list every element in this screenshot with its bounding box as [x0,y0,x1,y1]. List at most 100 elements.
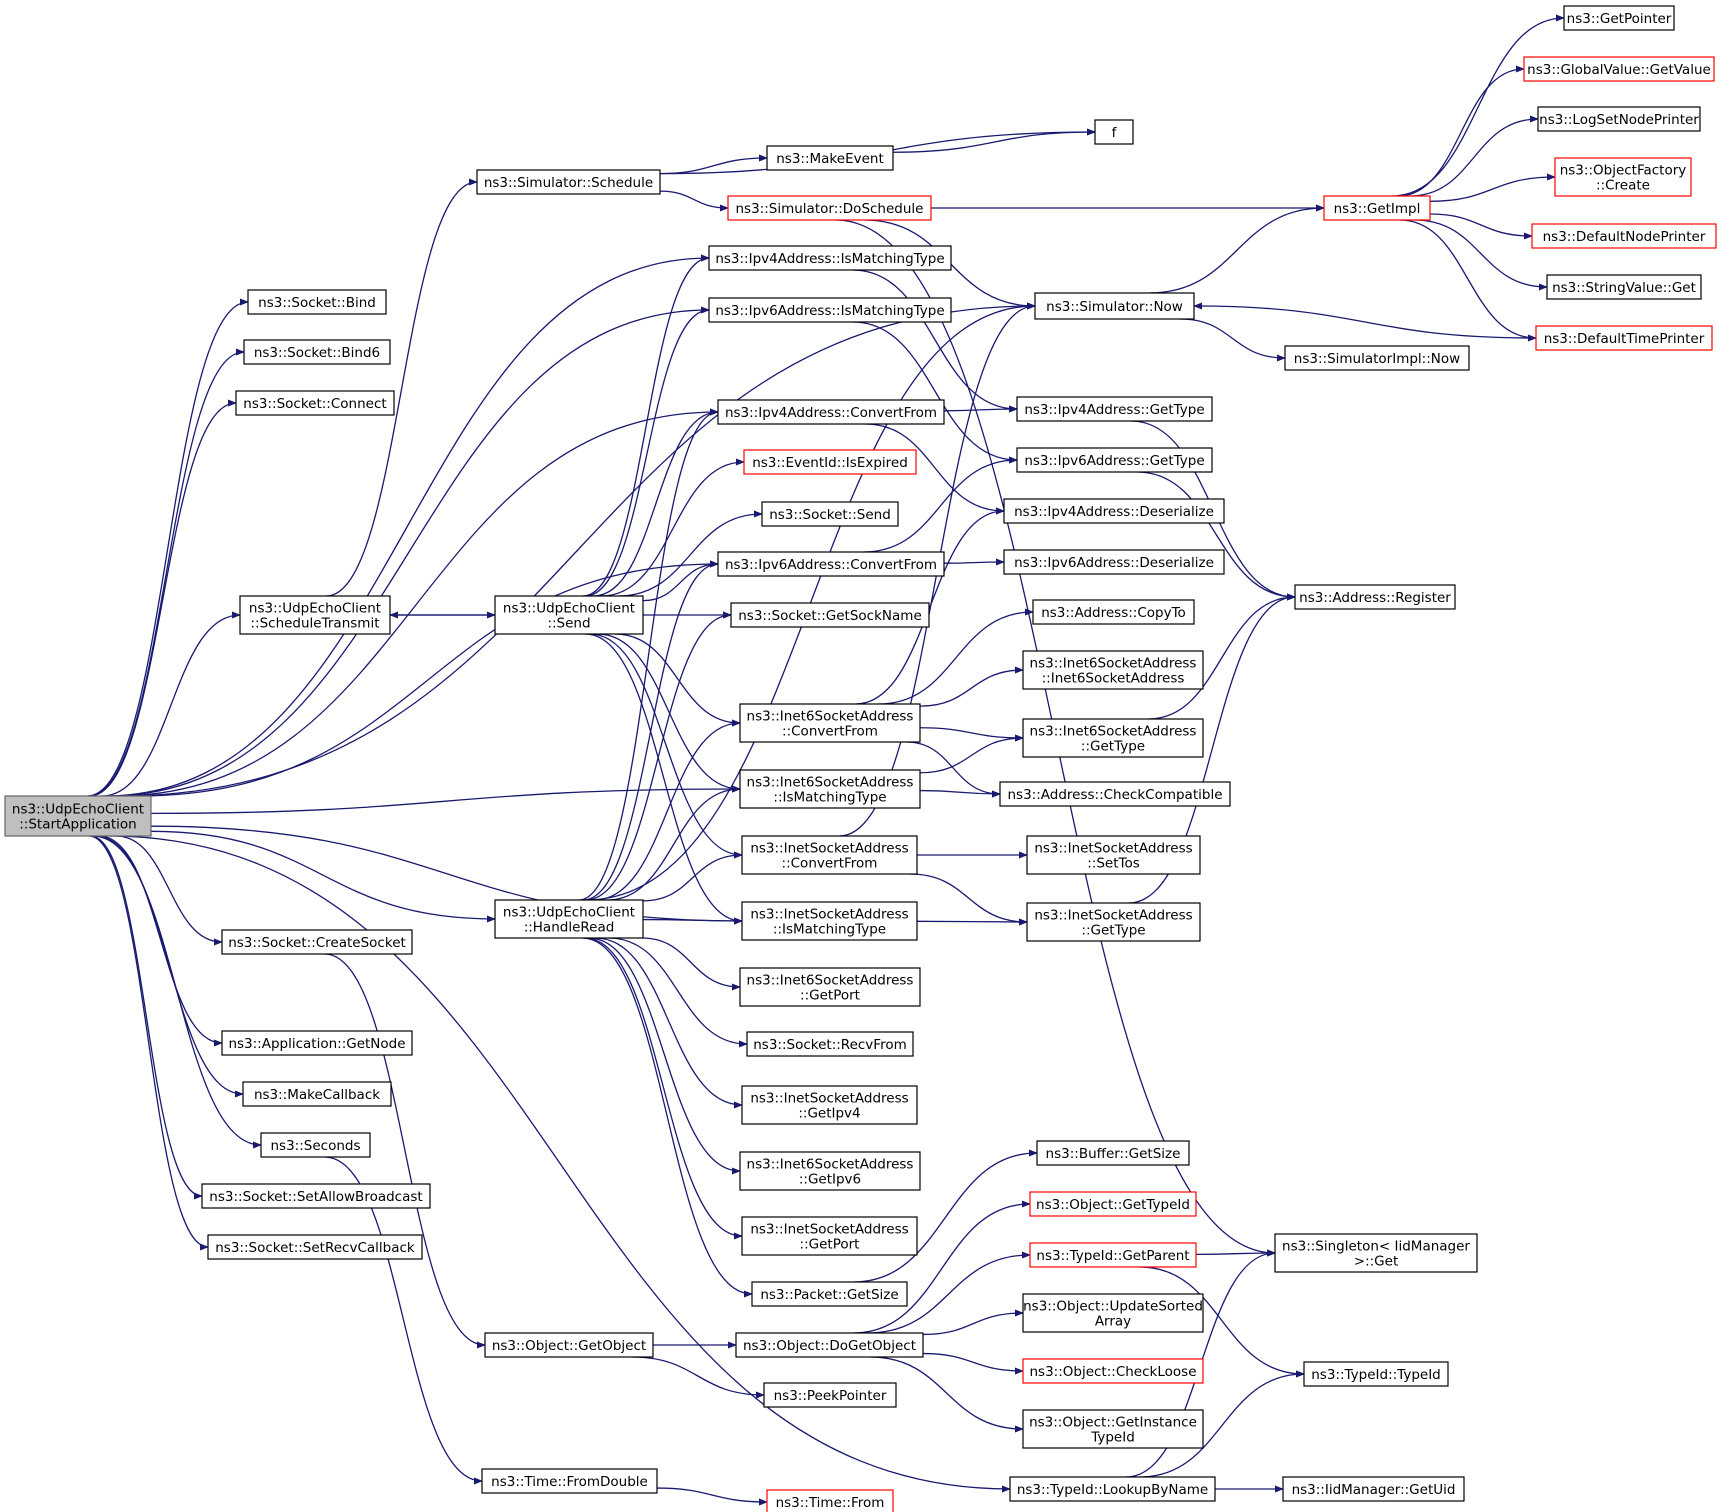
node-peek[interactable]: ns3::PeekPointer [763,1382,897,1408]
node-box-register [1294,584,1456,610]
node-send[interactable]: ns3::UdpEchoClient::Send [494,595,644,635]
node-checkloose[interactable]: ns3::Object::CheckLoose [1022,1358,1204,1384]
node-deftime[interactable]: ns3::DefaultTimePrinter [1535,325,1713,351]
node-box-bind [247,289,387,315]
node-recvfrom[interactable]: ns3::Socket::RecvFrom [746,1031,914,1057]
node-checkcompat[interactable]: ns3::Address::CheckCompatible [999,781,1231,807]
call-edge-v6match-to-v6type [852,321,1018,464]
node-expired[interactable]: ns3::EventId::IsExpired [743,449,917,475]
node-v4type[interactable]: ns3::Ipv4Address::GetType [1016,396,1213,422]
node-singleton[interactable]: ns3::Singleton< IidManager>::Get [1274,1233,1478,1273]
node-label-sched_tx-line-1: ::ScheduleTransmit [250,616,379,632]
node-getparent[interactable]: ns3::TypeId::GetParent [1029,1242,1197,1268]
node-box-v4type [1016,396,1213,422]
node-i6match[interactable]: ns3::Inet6SocketAddress::IsMatchingType [739,769,921,809]
node-v4match[interactable]: ns3::Ipv4Address::IsMatchingType [708,245,952,271]
node-lookup[interactable]: ns3::TypeId::LookupByName [1009,1476,1216,1502]
node-root[interactable]: ns3::UdpEchoClient::StartApplication [4,795,152,837]
node-iport[interactable]: ns3::InetSocketAddress::GetPort [741,1216,918,1256]
node-box-i6conv [739,703,921,743]
node-v4deser[interactable]: ns3::Ipv4Address::Deserialize [1003,498,1225,524]
node-createsock[interactable]: ns3::Socket::CreateSocket [221,929,413,955]
node-v6conv[interactable]: ns3::Ipv6Address::ConvertFrom [717,551,945,577]
node-i6type[interactable]: ns3::Inet6SocketAddress::GetType [1022,718,1204,758]
node-v6deser[interactable]: ns3::Ipv6Address::Deserialize [1003,549,1225,575]
node-objfact[interactable]: ns3::ObjectFactory::Create [1554,157,1692,197]
node-box-getobject [484,1332,654,1358]
node-f[interactable]: f [1094,119,1134,145]
node-bufsize[interactable]: ns3::Buffer::GetSize [1036,1140,1190,1166]
node-getimpl[interactable]: ns3::GetImpl [1323,195,1431,221]
node-v4conv[interactable]: ns3::Ipv4Address::ConvertFrom [717,399,945,425]
node-i6ctor[interactable]: ns3::Inet6SocketAddress::Inet6SocketAddr… [1022,650,1204,690]
node-label-iconv-line-1: ::ConvertFrom [782,856,878,872]
node-imatch[interactable]: ns3::InetSocketAddress::IsMatchingType [741,901,918,941]
node-lognode[interactable]: ns3::LogSetNodePrinter [1537,106,1701,132]
node-label-i6getipv6-line-0: ns3::Inet6SocketAddress [747,1157,914,1173]
node-allowbc[interactable]: ns3::Socket::SetAllowBroadcast [201,1183,431,1209]
node-box-handle [494,899,644,939]
node-label-i6port-line-0: ns3::Inet6SocketAddress [747,973,914,989]
node-settos[interactable]: ns3::InetSocketAddress::SetTos [1026,835,1201,875]
node-copyto[interactable]: ns3::Address::CopyTo [1032,599,1195,625]
node-label-dogetobject-line-0: ns3::Object::DoGetObject [743,1338,916,1354]
call-edge-root-to-handle [150,830,496,923]
node-socksend[interactable]: ns3::Socket::Send [761,501,899,527]
call-edge-lookup-to-typeid [1139,1370,1305,1478]
node-label-expired-line-0: ns3::EventId::IsExpired [752,455,908,471]
node-i6port[interactable]: ns3::Inet6SocketAddress::GetPort [739,967,921,1007]
call-edge-handle-to-v4conv [578,408,719,901]
node-label-imatch-line-1: ::IsMatchingType [773,922,886,938]
node-iconv[interactable]: ns3::InetSocketAddress::ConvertFrom [741,835,918,875]
node-getnode[interactable]: ns3::Application::GetNode [221,1030,413,1056]
node-pktsize[interactable]: ns3::Packet::GetSize [751,1281,908,1307]
node-box-i6ctor [1022,650,1204,690]
call-edge-root-to-v6conv [137,560,719,797]
node-makeevent[interactable]: ns3::MakeEvent [766,145,894,171]
call-edge-getimpl-to-lognode [1409,115,1539,197]
node-label-allowbc-line-0: ns3::Socket::SetAllowBroadcast [209,1189,422,1205]
node-register[interactable]: ns3::Address::Register [1294,584,1456,610]
node-label-iport-line-0: ns3::InetSocketAddress [750,1222,908,1238]
node-v6match[interactable]: ns3::Ipv6Address::IsMatchingType [708,297,952,323]
node-label-i6conv-line-1: ::ConvertFrom [782,724,878,740]
node-box-i6type [1022,718,1204,758]
node-getsockname[interactable]: ns3::Socket::GetSockName [730,602,930,628]
node-timefrom[interactable]: ns3::Time::From [766,1489,894,1512]
node-sched_tx[interactable]: ns3::UdpEchoClient::ScheduleTransmit [239,595,391,635]
node-now[interactable]: ns3::Simulator::Now [1034,292,1195,320]
node-gvget[interactable]: ns3::GlobalValue::GetValue [1523,56,1715,82]
node-recvcb[interactable]: ns3::Socket::SetRecvCallback [207,1234,423,1260]
node-i6getipv6[interactable]: ns3::Inet6SocketAddress::GetIpv6 [739,1151,921,1191]
node-bind6[interactable]: ns3::Socket::Bind6 [243,339,391,365]
node-label-handle-line-0: ns3::UdpEchoClient [503,905,635,921]
node-getpointer[interactable]: ns3::GetPointer [1563,5,1675,31]
node-i6conv[interactable]: ns3::Inet6SocketAddress::ConvertFrom [739,703,921,743]
node-igetipv4[interactable]: ns3::InetSocketAddress::GetIpv4 [741,1085,918,1125]
node-connect[interactable]: ns3::Socket::Connect [235,390,395,416]
node-box-expired [743,449,917,475]
node-fromdouble[interactable]: ns3::Time::FromDouble [481,1468,658,1494]
node-gettypeid[interactable]: ns3::Object::GetTypeId [1029,1191,1197,1217]
node-bind[interactable]: ns3::Socket::Bind [247,289,387,315]
node-strget[interactable]: ns3::StringValue::Get [1546,274,1702,300]
node-itype[interactable]: ns3::InetSocketAddress::GetType [1026,902,1201,942]
node-implnow[interactable]: ns3::SimulatorImpl::Now [1284,345,1470,371]
node-getuid[interactable]: ns3::IidManager::GetUid [1282,1476,1465,1502]
node-label-i6ctor-line-1: ::Inet6SocketAddress [1042,671,1185,687]
node-v6type[interactable]: ns3::Ipv6Address::GetType [1016,447,1213,473]
node-handle[interactable]: ns3::UdpEchoClient::HandleRead [494,899,644,939]
node-label-simsched-line-0: ns3::Simulator::Schedule [484,175,653,191]
node-label-singleton-line-1: >::Get [1354,1254,1398,1270]
node-typeid[interactable]: ns3::TypeId::TypeId [1303,1361,1449,1387]
node-makecb[interactable]: ns3::MakeCallback [242,1081,392,1107]
node-dosched[interactable]: ns3::Simulator::DoSchedule [727,195,932,221]
node-simsched[interactable]: ns3::Simulator::Schedule [476,169,661,195]
node-seconds[interactable]: ns3::Seconds [260,1132,371,1158]
node-getobject[interactable]: ns3::Object::GetObject [484,1332,654,1358]
node-dogetobject[interactable]: ns3::Object::DoGetObject [735,1332,924,1358]
node-defnode[interactable]: ns3::DefaultNodePrinter [1531,223,1717,249]
